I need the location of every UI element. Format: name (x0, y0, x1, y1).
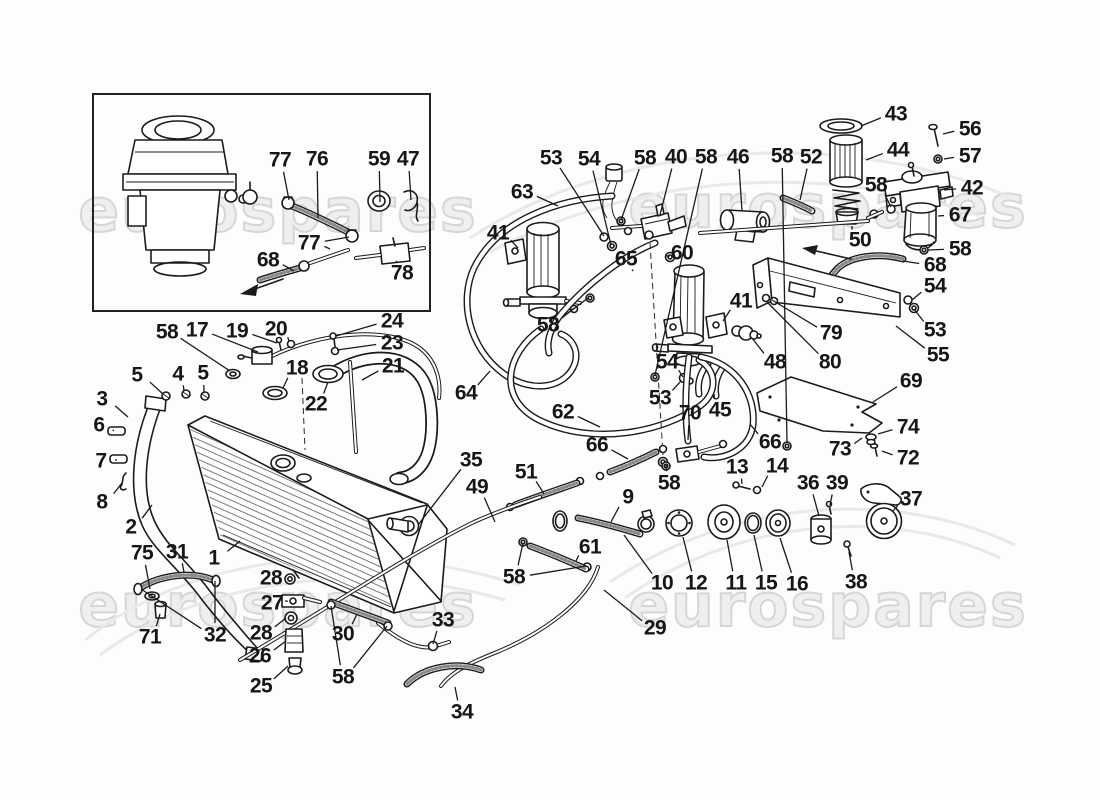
pressure-regulator-40 (599, 163, 687, 263)
inset-border (92, 93, 431, 312)
flow-arrow-inset (240, 278, 284, 296)
vent-valve-17 (237, 345, 273, 365)
washer-57 (933, 154, 943, 164)
fuel-hoses (463, 192, 757, 462)
washer-28b (284, 611, 298, 625)
filter-element-44 (829, 134, 863, 225)
banjo-27 (281, 594, 305, 608)
strap-hook (119, 472, 127, 491)
seal-ring-59 (367, 190, 391, 212)
carburetor (122, 115, 258, 277)
watermark-text: eurospares (627, 570, 1028, 642)
gasket-18 (262, 385, 288, 401)
sender-flange-11 (707, 504, 741, 540)
pump-bracket (504, 238, 527, 265)
damper-46 (719, 209, 771, 243)
screw-72 (869, 443, 879, 449)
gasket-22 (312, 364, 344, 384)
fuel-pump-2 (651, 264, 762, 400)
leader-lines (112, 117, 957, 701)
inset-carburetor-detail (92, 93, 431, 312)
fuel-filter-assembly (698, 118, 954, 300)
inset-fuel-hose (281, 196, 359, 243)
electrical-connector (602, 163, 623, 223)
filler-flange (270, 454, 296, 472)
nut-60 (667, 254, 673, 260)
fuel-pipes (238, 448, 660, 688)
nut-53 (908, 302, 920, 314)
cap-lever (860, 483, 903, 506)
screw-56 (928, 123, 938, 131)
seal-ring-43 (819, 118, 863, 134)
knob-48 (731, 325, 762, 341)
fuel-pump-1 (502, 221, 582, 320)
filler-neck-assembly (225, 332, 442, 486)
washer-79 (761, 293, 771, 303)
strap-spacer (109, 454, 128, 464)
nut-33 (427, 640, 439, 652)
washer-54 (903, 295, 913, 305)
grommet-58 (225, 368, 241, 380)
banjo-fitting (242, 189, 258, 205)
mounting-bracket-55 (752, 257, 920, 318)
drain-and-grommet-parts (133, 571, 322, 675)
pump-bracket (705, 312, 728, 339)
filter-housing-42 (883, 161, 954, 213)
fuel-cap-assembly (810, 483, 903, 557)
inset-return-line (256, 237, 426, 284)
hose-9-and-sender-parts (552, 481, 791, 540)
check-valve-78 (379, 242, 411, 265)
fuel-tank (187, 415, 448, 614)
strap-spacer (107, 426, 126, 436)
flow-arrow-right (802, 245, 852, 260)
gasket-12 (665, 509, 693, 537)
filter-26 (284, 628, 304, 653)
heat-shield-panel (756, 376, 883, 457)
filter-bowl-67 (903, 202, 937, 251)
washer-28 (284, 573, 296, 585)
